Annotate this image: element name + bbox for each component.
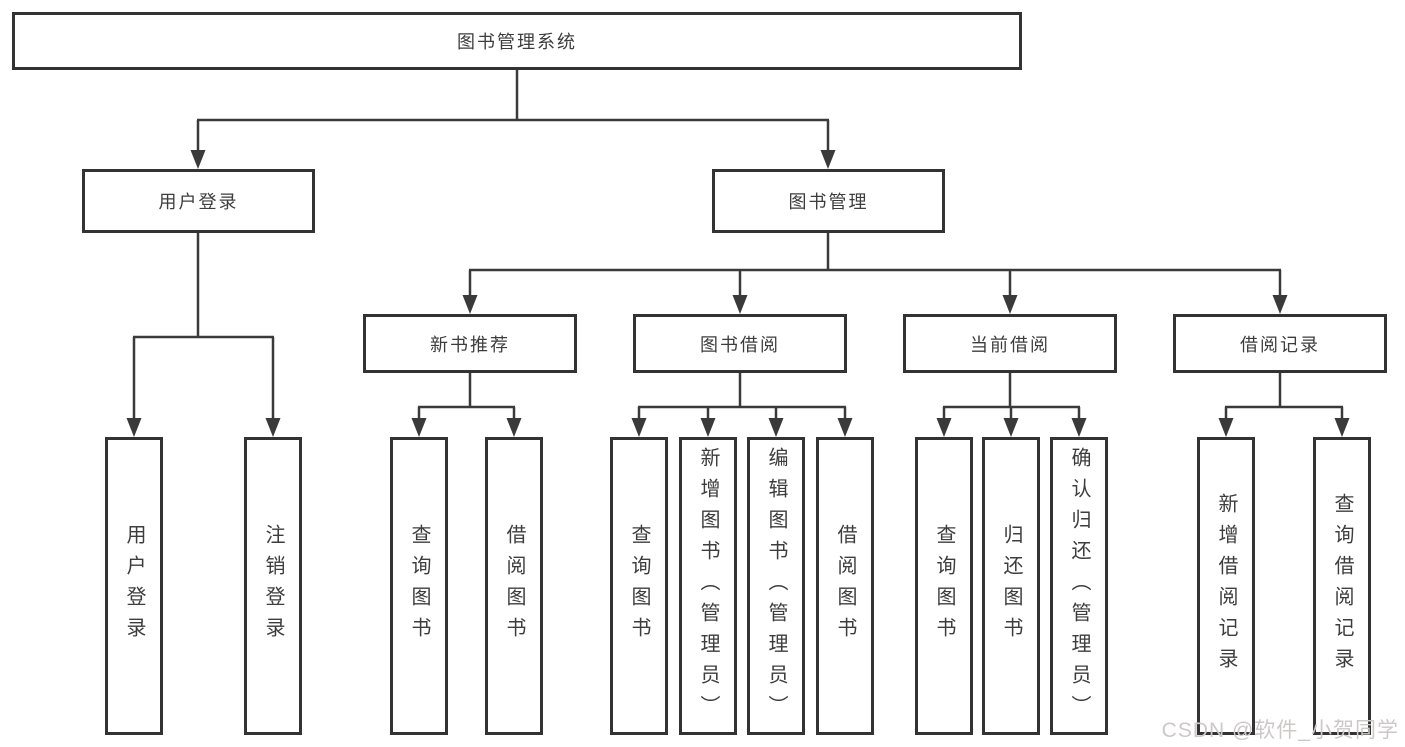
leaf-records-add-record: 新增借阅记录 bbox=[1197, 437, 1255, 735]
leaf-current-confirm-return-admin: 确认归还（管理员） bbox=[1050, 437, 1108, 735]
leaf-records-query-record: 查询借阅记录 bbox=[1313, 437, 1371, 735]
node-current-borrowing: 当前借阅 bbox=[903, 314, 1117, 373]
node-new-book-recommend: 新书推荐 bbox=[363, 314, 577, 373]
node-user-login: 用户登录 bbox=[82, 169, 315, 233]
connector-root-to-level2 bbox=[190, 70, 836, 169]
leaf-current-query-books: 查询图书 bbox=[915, 437, 973, 735]
leaf-borrowing-borrow-books: 借阅图书 bbox=[816, 437, 874, 735]
leaf-user-login: 用户登录 bbox=[105, 437, 163, 735]
connector-new-book-recommend-to-leaves bbox=[411, 373, 522, 437]
leaf-borrowing-edit-books-admin: 编辑图书（管理员） bbox=[747, 437, 805, 735]
leaf-logout: 注销登录 bbox=[244, 437, 302, 735]
connector-user-login-to-leaves bbox=[126, 233, 281, 437]
leaf-recommend-borrow-books: 借阅图书 bbox=[485, 437, 543, 735]
connector-borrowing-records-to-leaves bbox=[1218, 373, 1350, 437]
watermark: CSDN @软件_小贺同学 bbox=[1161, 719, 1399, 742]
node-book-management: 图书管理 bbox=[712, 169, 945, 233]
connector-current-borrowing-to-leaves bbox=[936, 373, 1087, 437]
connector-book-borrowing-to-leaves bbox=[631, 373, 853, 437]
node-borrowing-records: 借阅记录 bbox=[1173, 314, 1387, 373]
leaf-current-return-books: 归还图书 bbox=[982, 437, 1040, 735]
leaf-borrowing-query-books: 查询图书 bbox=[610, 437, 668, 735]
leaf-recommend-query-books: 查询图书 bbox=[390, 437, 448, 735]
connector-book-management-to-level3 bbox=[462, 233, 1288, 314]
node-book-borrowing: 图书借阅 bbox=[633, 314, 847, 373]
leaf-borrowing-add-books-admin: 新增图书（管理员） bbox=[679, 437, 737, 735]
node-root-system: 图书管理系统 bbox=[12, 12, 1022, 70]
